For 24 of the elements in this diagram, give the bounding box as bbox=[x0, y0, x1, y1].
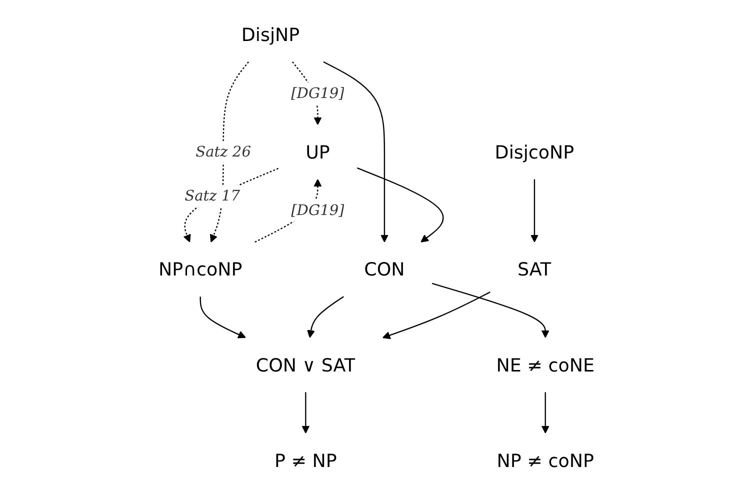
arrow bbox=[356, 167, 444, 242]
node-text: DisjNP bbox=[241, 24, 300, 46]
arrow bbox=[306, 296, 344, 338]
node-text: CON ∨ SAT bbox=[256, 354, 356, 376]
arrow bbox=[302, 392, 310, 434]
node-text: DisjcoNP bbox=[494, 141, 574, 163]
arrow bbox=[200, 296, 246, 338]
arrow bbox=[183, 168, 278, 242]
node-text: CON bbox=[364, 258, 405, 280]
node-text: SAT bbox=[517, 258, 552, 280]
node-text: UP bbox=[306, 141, 330, 163]
edge-label: [DG19] bbox=[291, 84, 344, 102]
node-text: NP ≠ coNP bbox=[496, 450, 594, 472]
arrow bbox=[530, 179, 538, 242]
arrow bbox=[382, 292, 490, 340]
edge-label: Satz 17 bbox=[184, 186, 240, 204]
edge-label: Satz 26 bbox=[196, 142, 251, 160]
arrow bbox=[541, 392, 550, 434]
node-text: NP∩coNP bbox=[158, 258, 242, 280]
node-text: NE ≠ coNE bbox=[496, 354, 594, 376]
arrow bbox=[323, 61, 388, 242]
edge-label: [DG19] bbox=[291, 202, 344, 219]
arrow bbox=[432, 282, 550, 338]
node-text: P ≠ NP bbox=[274, 450, 337, 472]
